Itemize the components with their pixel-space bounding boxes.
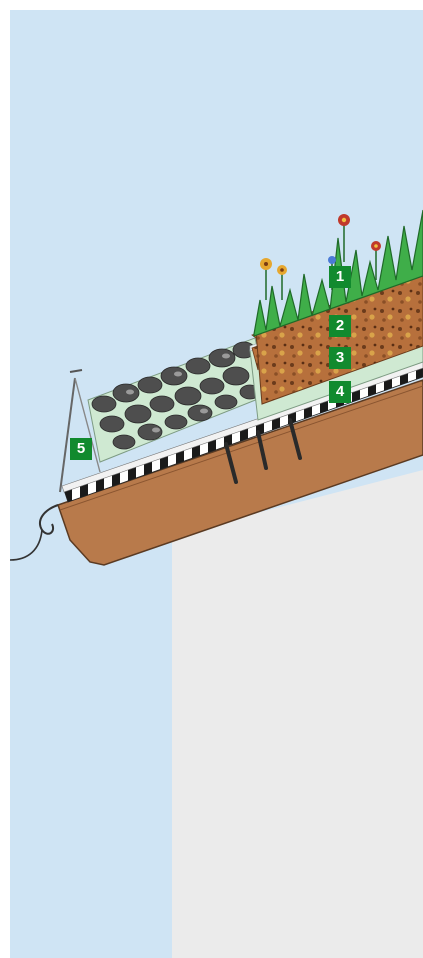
building-wall [172,470,423,958]
callout-badge-3: 3 [329,347,351,369]
callout-badge-1: 1 [329,266,351,288]
callout-badge-4: 4 [329,381,351,403]
callout-badge-2: 2 [329,315,351,337]
callout-badge-5: 5 [70,438,92,460]
